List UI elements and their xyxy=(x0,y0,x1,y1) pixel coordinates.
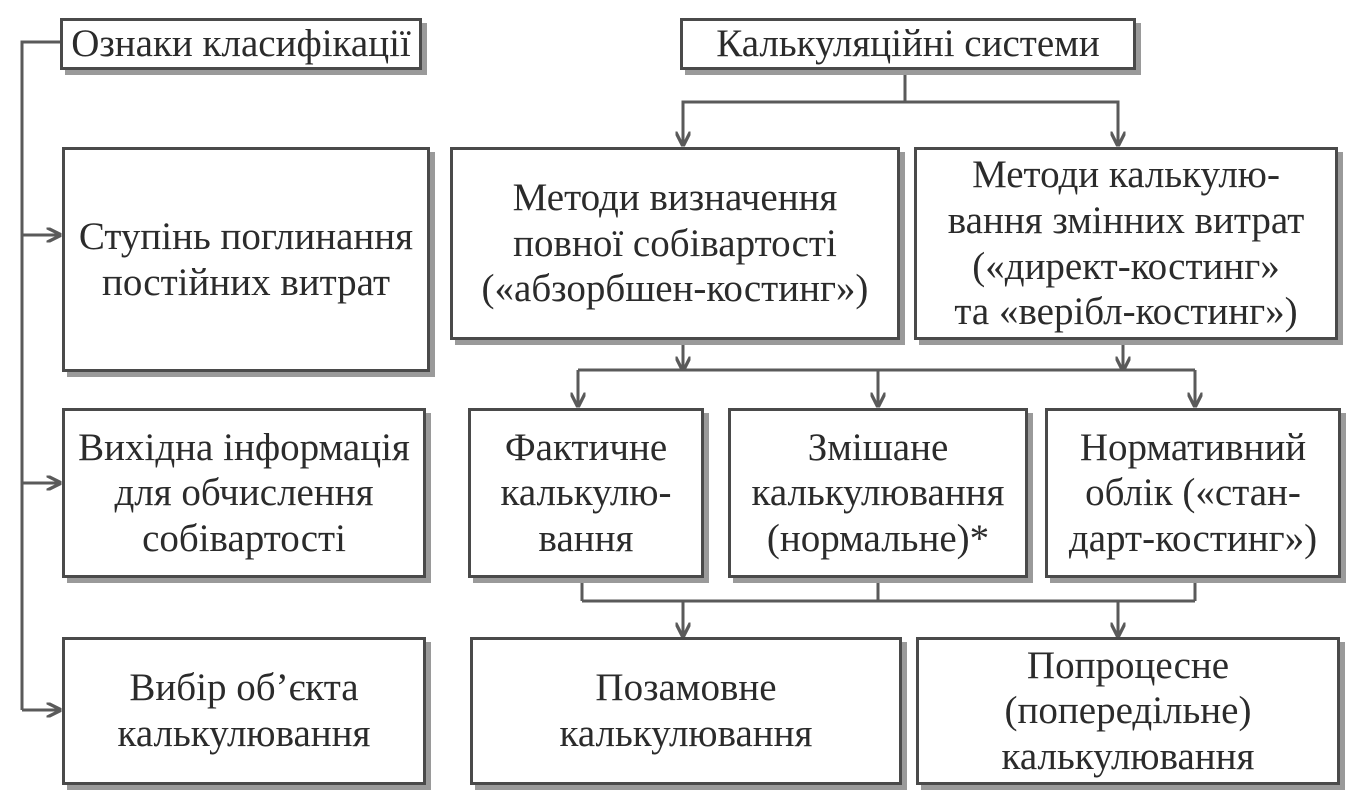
left-bracket-line xyxy=(20,40,60,710)
actual-costing-box: Фактичне калькулю- вання xyxy=(468,408,704,578)
costing-systems-label: Калькуляційні системи xyxy=(716,22,1100,66)
job-order-costing-label: Позамовне калькулювання xyxy=(559,666,813,755)
bottom-merge-line xyxy=(580,580,1197,603)
variable-cost-methods-label: Методи калькулю- вання змінних витрат («… xyxy=(947,153,1305,334)
full-cost-methods-label: Методи визначення повної собівартості («… xyxy=(481,176,869,311)
process-costing-label: Попроцесне (попередільне) калькулювання xyxy=(1001,643,1255,778)
standard-costing-label: Нормативний облік («стан- дарт-костинг») xyxy=(1068,425,1318,560)
process-costing-box: Попроцесне (попередільне) калькулювання xyxy=(916,637,1340,785)
input-info-criterion-label: Вихідна інформація для обчислення собіва… xyxy=(78,425,410,560)
systems-split-line xyxy=(681,72,1120,145)
costing-object-criterion-box: Вибір об’єкта калькулювання xyxy=(62,637,426,785)
input-info-criterion-box: Вихідна інформація для обчислення собіва… xyxy=(62,408,426,578)
mixed-costing-box: Змішане калькулювання (нормальне)* xyxy=(728,408,1028,578)
classification-features-box: Ознаки класифікації xyxy=(60,18,422,70)
absorption-criterion-box: Ступінь поглинання постійних витрат xyxy=(62,147,430,372)
variable-cost-methods-box: Методи калькулю- вання змінних витрат («… xyxy=(914,147,1338,340)
absorption-criterion-label: Ступінь поглинання постійних витрат xyxy=(78,214,414,304)
mixed-costing-label: Змішане калькулювання (нормальне)* xyxy=(751,425,1005,560)
methods-merge-line xyxy=(576,342,1197,405)
costing-systems-box: Калькуляційні системи xyxy=(680,18,1136,70)
classification-features-label: Ознаки класифікації xyxy=(71,22,411,66)
full-cost-methods-box: Методи визначення повної собівартості («… xyxy=(450,147,900,340)
standard-costing-box: Нормативний облік («стан- дарт-костинг») xyxy=(1045,408,1341,578)
job-order-costing-box: Позамовне калькулювання xyxy=(470,637,902,785)
actual-costing-label: Фактичне калькулю- вання xyxy=(500,425,672,560)
costing-object-criterion-label: Вибір об’єкта калькулювання xyxy=(117,666,371,755)
